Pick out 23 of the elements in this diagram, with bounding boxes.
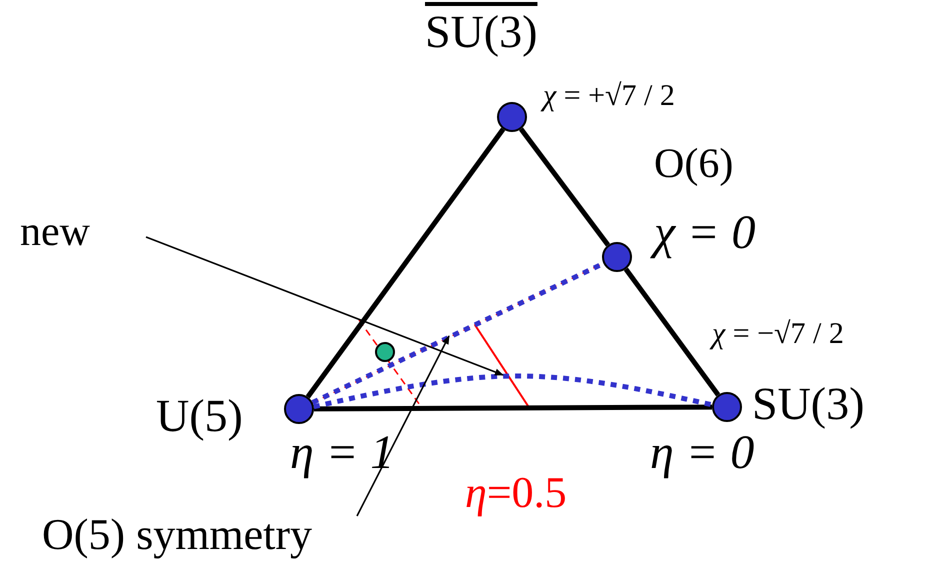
triangle-side bbox=[624, 268, 720, 396]
vertex-label: η = 1 bbox=[290, 428, 394, 478]
triangle-side bbox=[314, 404, 712, 412]
vertex-label: SU(3) bbox=[752, 380, 864, 428]
dotted-line bbox=[313, 374, 713, 410]
leader-arrow bbox=[356, 335, 450, 516]
triangle-side bbox=[306, 128, 506, 398]
parameter-label: η=0.5 bbox=[465, 470, 567, 516]
vertex-label: χ = −√7 / 2 bbox=[712, 318, 844, 350]
vertex-label: U(5) bbox=[156, 392, 243, 440]
annotation-text: new bbox=[20, 209, 90, 255]
annotation-text: O(5) symmetry bbox=[42, 510, 312, 559]
vertex-label: η = 0 bbox=[650, 428, 754, 478]
vertex-dot bbox=[375, 342, 395, 362]
vertex-dot bbox=[712, 392, 742, 422]
vertex-dot bbox=[284, 394, 314, 424]
triangle-side bbox=[519, 128, 610, 246]
vertex-label: χ = +√7 / 2 bbox=[543, 80, 675, 112]
vertex-dot bbox=[602, 242, 632, 272]
leader-arrow bbox=[146, 236, 504, 376]
vertex-label: SU(3) bbox=[425, 8, 538, 56]
vertex-dot bbox=[497, 102, 527, 132]
vertex-label: O(6) bbox=[654, 142, 734, 186]
